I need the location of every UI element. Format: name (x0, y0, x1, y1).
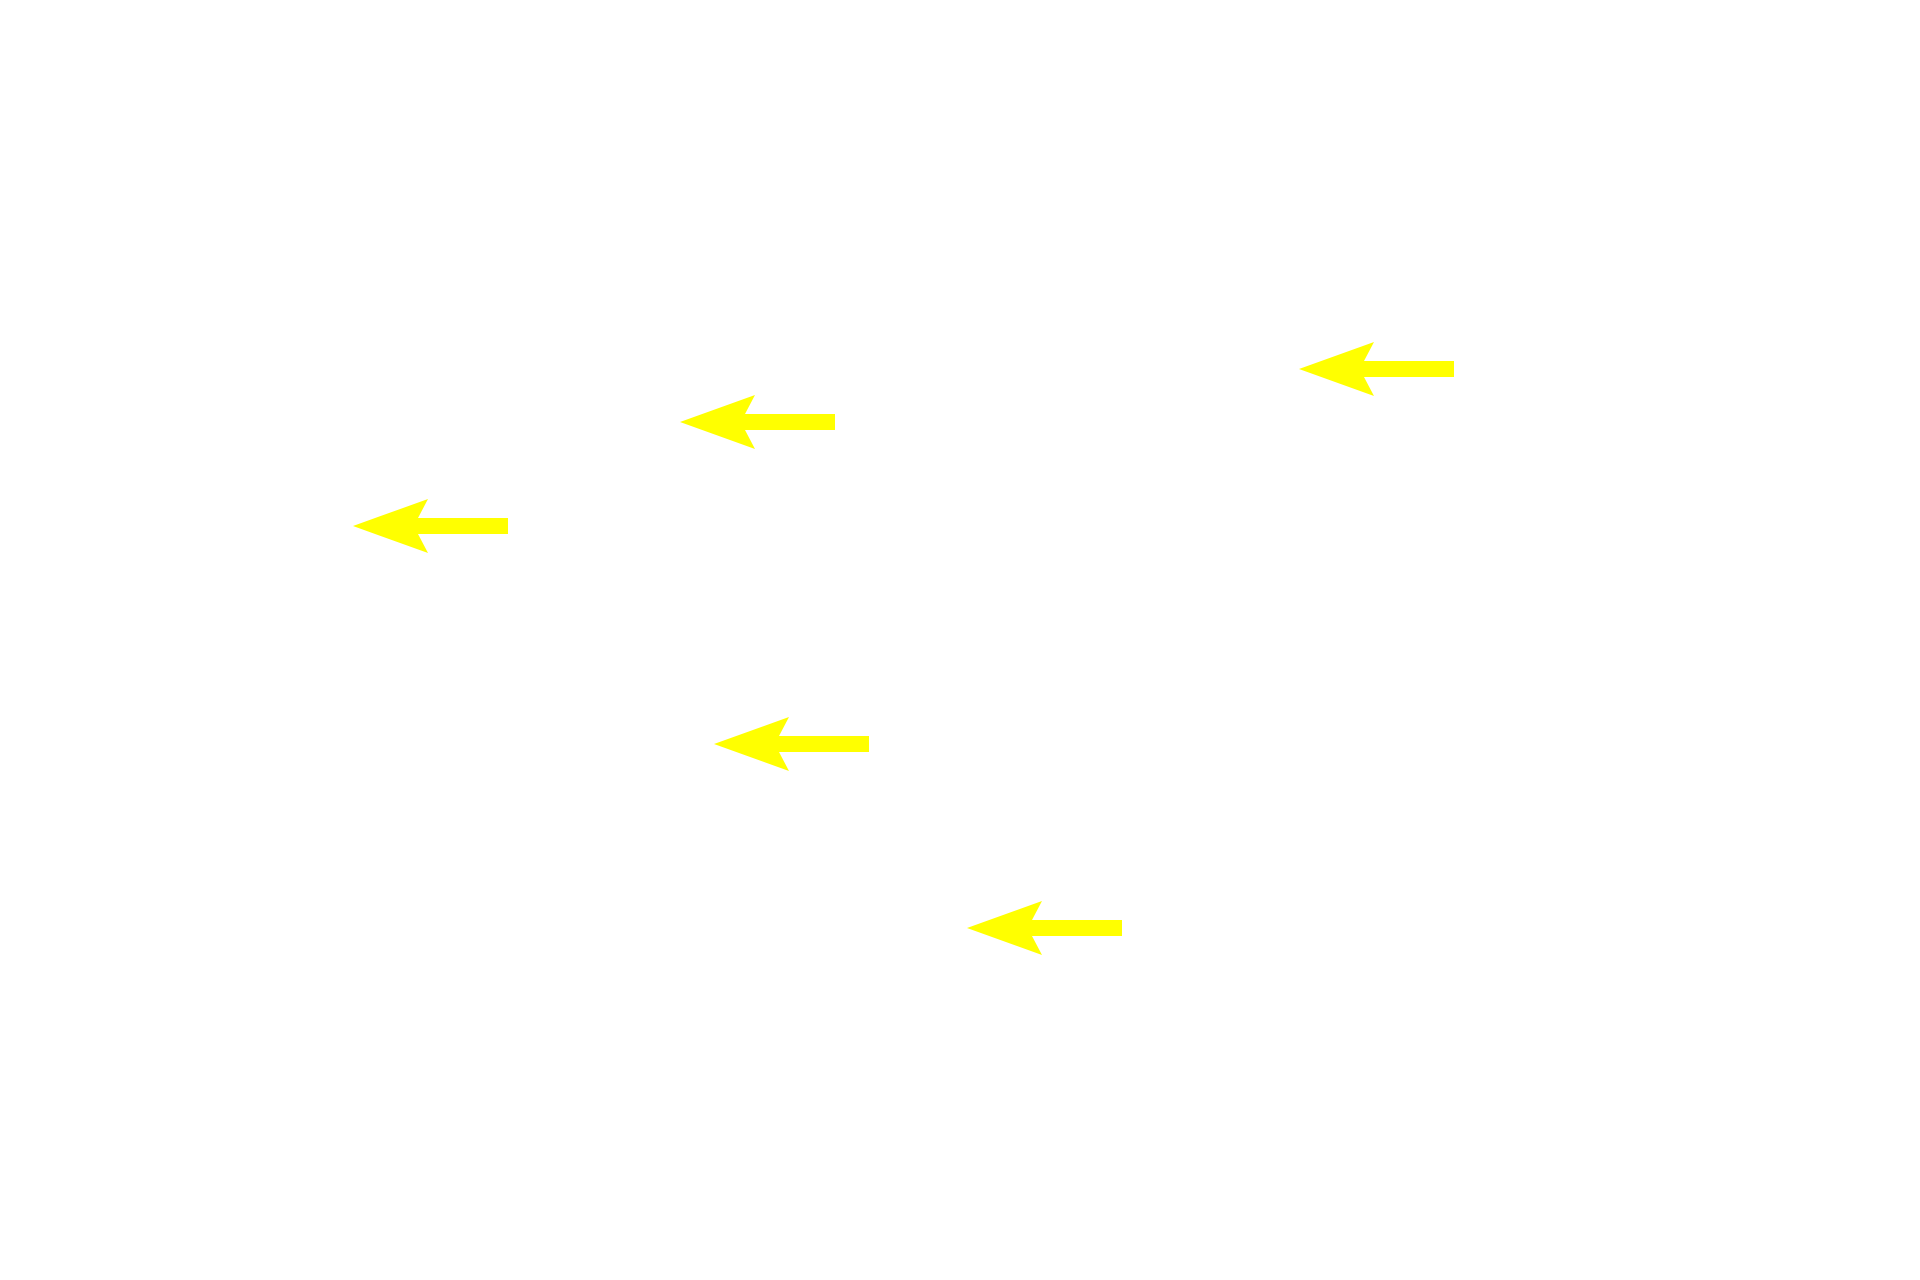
left-arrow-icon (1299, 342, 1454, 396)
arrow-layer (353, 342, 1454, 955)
left-arrow-icon (714, 717, 869, 771)
left-arrow-icon (680, 395, 835, 449)
left-arrow-icon (967, 901, 1122, 955)
left-arrow-icon (353, 499, 508, 553)
